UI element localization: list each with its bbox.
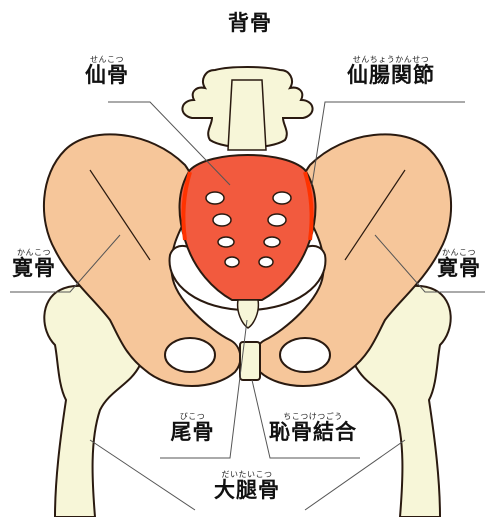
pubic-symphysis-shape xyxy=(240,342,260,380)
label-femur: だいたいこつ 大腿骨 xyxy=(192,470,302,501)
coccyx-bone xyxy=(238,300,259,328)
label-sacrum: せんこつ 仙骨 xyxy=(62,55,152,86)
sacral-foramen xyxy=(206,192,224,204)
obturator-right xyxy=(280,338,330,372)
spine-vertebra xyxy=(182,67,312,150)
leader-femur-right xyxy=(305,440,405,510)
label-coccyx-text: 尾骨 xyxy=(155,421,230,443)
sacral-foramen xyxy=(218,237,234,247)
label-pubic-text: 恥骨結合 xyxy=(258,421,368,443)
label-sacrum-text: 仙骨 xyxy=(62,64,152,86)
label-spine-text: 背骨 xyxy=(205,12,295,34)
label-ilium-left-text: 寛骨 xyxy=(4,257,64,279)
label-ilium-right-text: 寛骨 xyxy=(428,257,490,279)
label-sacroiliac-text: 仙腸関節 xyxy=(316,64,466,86)
obturator-left xyxy=(165,338,215,372)
label-spine: 背骨 xyxy=(205,12,295,34)
sacral-foramen xyxy=(259,257,273,267)
label-sacroiliac: せんちょうかんせつ 仙腸関節 xyxy=(316,55,466,86)
label-coccyx: びこつ 尾骨 xyxy=(155,412,230,443)
leader-femur-left xyxy=(90,440,195,510)
sacral-foramen xyxy=(268,214,286,226)
sacral-foramen xyxy=(225,257,239,267)
label-ilium-left: かんこつ 寛骨 xyxy=(4,248,64,279)
label-pubic: ちこつけつごう 恥骨結合 xyxy=(258,412,368,443)
label-ilium-right: かんこつ 寛骨 xyxy=(428,248,490,279)
sacral-foramen xyxy=(213,214,231,226)
vertebra-center xyxy=(228,80,266,150)
label-femur-text: 大腿骨 xyxy=(192,479,302,501)
sacral-foramen xyxy=(264,237,280,247)
sacral-foramen xyxy=(273,192,291,204)
